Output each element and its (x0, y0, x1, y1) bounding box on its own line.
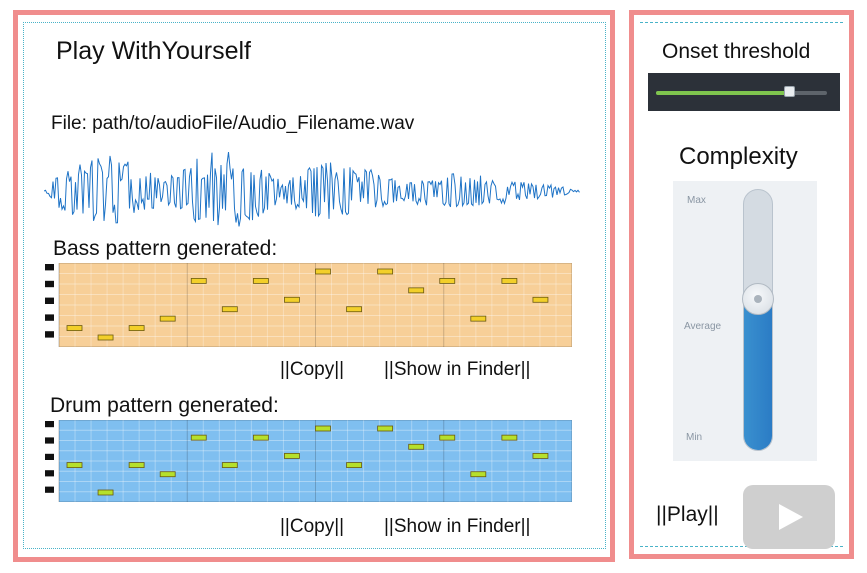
onset-slider-track[interactable] (656, 91, 827, 95)
pattern-note (377, 268, 394, 275)
complexity-average-label: Average (684, 321, 722, 332)
onset-threshold-slider[interactable] (648, 73, 840, 111)
pattern-note (501, 434, 518, 441)
piano-key (45, 437, 54, 444)
complexity-fill (744, 298, 772, 450)
pattern-note (377, 425, 394, 432)
bass-pattern-label: Bass pattern generated: (53, 237, 278, 260)
pattern-note (190, 434, 207, 441)
piano-key (45, 331, 54, 338)
complexity-label: Complexity (679, 143, 798, 170)
controls-panel: Onset threshold Complexity Max Average M… (629, 10, 854, 559)
main-panel: Play WithYourself File: path/to/audioFil… (13, 10, 615, 562)
complexity-max-label: Max (687, 195, 706, 206)
bass-show-in-finder-button[interactable]: ||Show in Finder|| (384, 359, 531, 380)
pattern-note (97, 334, 114, 341)
pattern-note (221, 306, 238, 313)
bass-copy-button[interactable]: ||Copy|| (280, 359, 345, 380)
drum-piano-roll[interactable] (45, 420, 572, 502)
file-path-label: File: path/to/audioFile/Audio_Filename.w… (51, 113, 415, 134)
piano-key (45, 280, 54, 288)
pattern-note (66, 325, 83, 331)
piano-key (45, 264, 54, 271)
pattern-note (470, 315, 487, 322)
play-triangle-icon (779, 504, 803, 530)
bass-piano-roll[interactable] (45, 263, 572, 347)
pattern-note (159, 315, 176, 322)
pattern-note (439, 434, 456, 441)
roll-border (58, 420, 572, 502)
pattern-note (501, 278, 518, 284)
onset-slider-fill (656, 91, 790, 95)
roll-background (59, 420, 572, 502)
app-title: Play WithYourself (56, 37, 251, 65)
pattern-note (284, 296, 300, 303)
main-panel-frame (23, 22, 606, 549)
pattern-note (346, 306, 362, 313)
pattern-note (252, 278, 269, 284)
pattern-note (66, 462, 83, 468)
onset-threshold-label: Onset threshold (662, 40, 811, 63)
pattern-note (315, 425, 331, 432)
pattern-note (439, 278, 456, 284)
pattern-note (97, 489, 114, 496)
complexity-track[interactable] (743, 189, 773, 451)
audio-waveform (44, 152, 580, 227)
pattern-note (284, 453, 300, 459)
pattern-note (408, 443, 425, 450)
roll-background (59, 263, 572, 347)
onset-slider-thumb[interactable] (784, 86, 796, 97)
complexity-slider[interactable]: Max Average Min (673, 181, 817, 461)
drum-show-in-finder-button[interactable]: ||Show in Finder|| (384, 516, 531, 537)
play-button[interactable] (743, 485, 835, 549)
piano-key (45, 486, 54, 493)
piano-key (45, 314, 54, 321)
top-divider (640, 22, 843, 23)
pattern-note (532, 296, 549, 303)
pattern-note (128, 462, 145, 468)
pattern-note (532, 453, 549, 459)
piano-key (45, 453, 54, 460)
pattern-note (221, 462, 238, 468)
pattern-note (159, 471, 176, 478)
piano-key (45, 297, 54, 304)
piano-key (45, 470, 54, 477)
piano-key (45, 421, 54, 428)
complexity-min-label: Min (686, 432, 703, 443)
pattern-note (315, 268, 331, 275)
pattern-note (346, 462, 362, 468)
play-label[interactable]: ||Play|| (656, 503, 719, 526)
pattern-note (408, 287, 425, 294)
roll-border (58, 263, 572, 347)
drum-pattern-label: Drum pattern generated: (50, 394, 279, 417)
drum-copy-button[interactable]: ||Copy|| (280, 516, 345, 537)
complexity-knob[interactable] (742, 283, 774, 316)
bottom-divider (640, 546, 843, 547)
pattern-note (470, 471, 487, 478)
pattern-note (252, 434, 269, 441)
pattern-note (128, 325, 145, 331)
pattern-note (190, 278, 207, 284)
